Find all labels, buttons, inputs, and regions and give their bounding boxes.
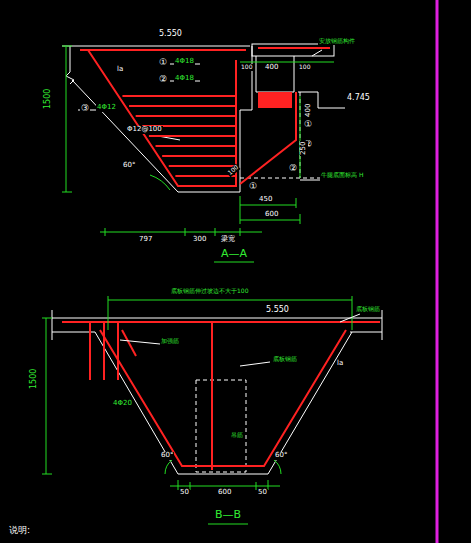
rebar-bar [175,175,236,177]
drawing-label: 牛腿底面标高 H [320,172,364,179]
rebar-bar [149,135,236,137]
rebar-bar [129,105,236,107]
drawing-label: 1500 [44,88,53,110]
rebar [62,48,380,470]
drawing-label: 4Φ18 [174,75,195,83]
drawing-label: 吊筋 [230,432,244,439]
drawing-label: Φ12@100 [126,126,163,134]
drawing-label: 300 [192,236,207,244]
drawing-label: ③ [80,104,90,114]
rebar-bar [136,115,236,117]
drawing-label: 4Φ12 [96,104,117,112]
drawing-label: 说明: [8,526,31,536]
drawing-label: 797 [138,236,153,244]
leader-lines [78,50,360,366]
drawing-label: ① [158,58,168,68]
drawing-label: A—A [220,248,248,260]
rebar-bar [122,95,236,97]
drawing-label: 50 [179,489,190,497]
drawing-label: 底板钢筋伸过坡边不大于100 [170,288,249,295]
concrete-outline [52,44,382,474]
drawing-label: 4Φ18 [174,58,195,66]
drawing-label: ① [248,182,258,192]
drawing-label: 4Φ20 [112,400,133,408]
drawing-label: 4.745 [346,94,371,103]
drawing-label: 400 [305,103,313,118]
drawing-label: 梁宽 [220,236,236,244]
drawing-label: B—B [214,509,242,521]
drawing-label: ② [158,75,168,85]
drawing-label: 底板钢筋 [355,306,381,313]
dimension-lines [42,46,352,524]
rebar-bar [169,165,236,167]
drawing-label: 600 [217,489,232,497]
drawing-label: 60° [274,452,288,460]
drawing-label: la [336,360,344,368]
drawing-label: la [116,66,124,74]
drawing-label: 5.550 [158,30,183,39]
drawing-label: 底板钢筋 [272,356,298,363]
drawing-label: 安放钢筋构件 [318,38,356,45]
drawing-label: ② [288,164,298,174]
drawing-label: ① [303,120,313,130]
drawing-label: 1500 [30,368,39,390]
drawing-label: 50 [257,489,268,497]
drawing-label: 600 [264,211,279,219]
border-line [436,0,439,543]
drawing-label: 250 [300,141,308,156]
drawing-label: 100 [298,64,311,71]
drawing-label: 400 [264,64,279,72]
rebar-stirrups [122,96,236,176]
rebar-bar [162,155,236,157]
drawing-label: 100 [240,64,253,71]
drawing-label: 5.550 [265,306,290,315]
drawing-label: 60° [160,452,174,460]
drawing-label: 450 [258,196,273,204]
drawing-label: 60° [122,162,136,170]
rebar-bar [156,145,236,147]
drawing-label: 加强筋 [160,338,180,345]
